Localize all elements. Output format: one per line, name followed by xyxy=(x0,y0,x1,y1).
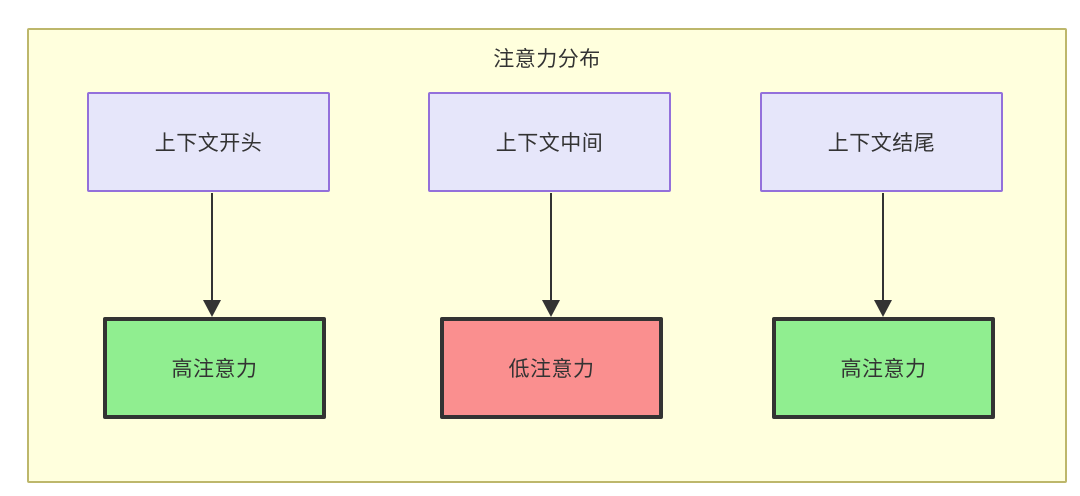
node-context-end-label: 上下文结尾 xyxy=(827,132,936,155)
node-context-middle[interactable]: 上下文中间 xyxy=(428,92,671,192)
node-context-end[interactable]: 上下文结尾 xyxy=(760,92,1003,192)
node-attention-middle[interactable]: 低注意力 xyxy=(440,317,663,419)
node-attention-end[interactable]: 高注意力 xyxy=(772,317,995,419)
node-attention-end-label: 高注意力 xyxy=(840,358,927,381)
node-attention-middle-label: 低注意力 xyxy=(508,358,595,381)
node-attention-start[interactable]: 高注意力 xyxy=(103,317,326,419)
node-context-start[interactable]: 上下文开头 xyxy=(87,92,330,192)
subgraph-title: 注意力分布 xyxy=(493,48,601,71)
node-context-middle-label: 上下文中间 xyxy=(495,132,604,155)
node-context-start-label: 上下文开头 xyxy=(154,132,263,155)
node-attention-start-label: 高注意力 xyxy=(171,358,258,381)
